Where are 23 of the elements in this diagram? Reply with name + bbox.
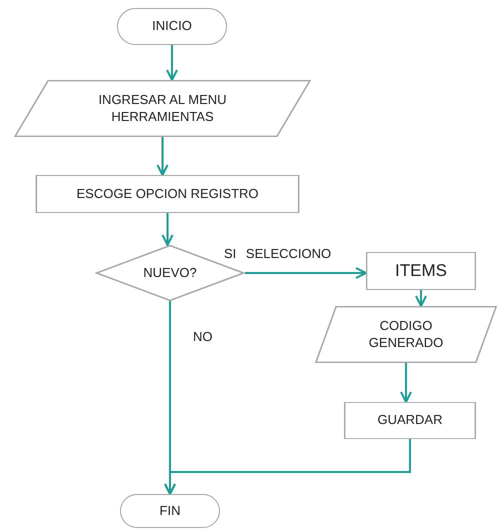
arrow — [166, 45, 178, 81]
arrow — [162, 213, 174, 246]
terminal-shape — [117, 8, 227, 45]
terminal-shape — [120, 494, 220, 528]
arrow — [245, 267, 367, 279]
shape-label: INGRESAR AL MENU HERRAMIENTAS — [97, 92, 228, 125]
shape-label: ITEMS — [395, 260, 447, 282]
shape-label: CODIGO GENERADO — [368, 318, 444, 351]
arrow — [164, 439, 411, 495]
process-box — [35, 175, 300, 213]
arrow — [415, 290, 427, 307]
input-parallelogram — [12, 80, 313, 137]
input-parallelogram — [314, 306, 498, 363]
shape-label: NUEVO? — [143, 264, 197, 282]
arrow — [400, 363, 412, 403]
shape-label: INICIO — [152, 18, 192, 35]
process-box — [344, 402, 476, 439]
shape-label: ESCOGE OPCION REGISTRO — [76, 186, 259, 202]
shape-label: FIN — [160, 502, 180, 520]
process-box — [366, 252, 476, 290]
arrow — [156, 137, 168, 176]
decision-diamond — [95, 245, 245, 301]
shape-label: GUARDAR — [377, 412, 442, 429]
